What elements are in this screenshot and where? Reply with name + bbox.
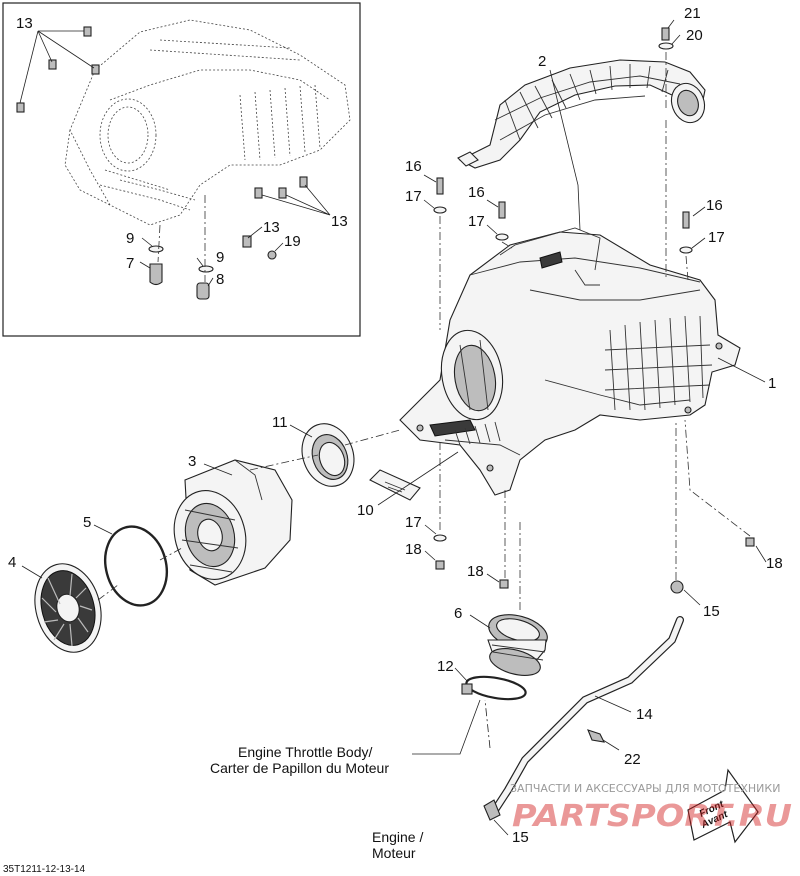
callout-8: 8 (216, 271, 224, 288)
engine-caption-en: Engine / (372, 829, 423, 845)
part-12-clamp (461, 675, 527, 701)
callout-11: 11 (272, 414, 288, 431)
part-22-fitting (587, 729, 605, 743)
inset-hardware (148, 245, 277, 300)
callout-12: 12 (437, 658, 454, 675)
callout-19: 19 (284, 233, 301, 250)
part-11-ring (301, 423, 355, 487)
callout-17-mid: 17 (468, 213, 485, 230)
callout-21: 21 (684, 5, 701, 22)
callout-7: 7 (126, 255, 134, 272)
throttle-body-caption-fr: Carter de Papillon du Moteur (210, 760, 389, 776)
callout-10: 10 (357, 502, 374, 519)
callout-17-right: 17 (708, 229, 725, 246)
part-1-airbox (399, 227, 741, 496)
front-arrow-icon: Front Avant (687, 768, 759, 844)
callout-6: 6 (454, 605, 462, 622)
engine-caption-fr: Moteur (372, 845, 416, 861)
inset-clips (16, 26, 308, 248)
callout-16-left: 16 (405, 158, 422, 175)
callout-18-lower-left: 18 (405, 541, 422, 558)
callout-1: 1 (768, 375, 776, 392)
inset-detail: 13 13 13 9 9 7 8 19 (2, 2, 361, 337)
watermark-brand: PARTSPORT.RU (512, 799, 792, 834)
callout-9-inset-left: 9 (126, 230, 134, 247)
callout-17-lower: 17 (405, 514, 422, 531)
watermark: ЗАПЧАСТИ И АКСЕССУАРЫ ДЛЯ МОТОТЕХНИКИ PA… (510, 782, 792, 834)
callout-4: 4 (8, 554, 16, 571)
callout-16-right: 16 (706, 197, 723, 214)
callout-14: 14 (636, 706, 653, 723)
fasteners (433, 27, 755, 589)
callout-15-lower: 15 (512, 829, 529, 846)
captions: Engine Throttle Body/ Carter de Papillon… (3, 744, 423, 875)
throttle-body-caption-en: Engine Throttle Body/ (238, 744, 372, 760)
callout-3: 3 (188, 453, 196, 470)
part-5-o-ring (104, 525, 168, 607)
callout-numbers: 21 20 2 16 17 16 17 16 17 1 11 3 5 4 10 … (8, 5, 783, 846)
callout-18-lower-right: 18 (766, 555, 783, 572)
inset-leaders (19, 30, 331, 287)
part-3-filter (173, 459, 293, 586)
part-10-label (369, 469, 421, 501)
callout-20: 20 (686, 27, 703, 44)
callout-13-inset-left: 13 (16, 15, 33, 32)
callout-17-left: 17 (405, 188, 422, 205)
part-2-intake-duct (457, 59, 706, 169)
callout-9-inset-right: 9 (216, 249, 224, 266)
callout-2: 2 (538, 53, 546, 70)
part-14-hose (483, 580, 684, 821)
leader-lines (21, 19, 767, 836)
inset-airbox-outline (64, 19, 351, 226)
callout-13-inset-right: 13 (331, 213, 348, 230)
diagram-code: 35T1211-12-13-14 (3, 864, 86, 875)
part-4-cover (34, 563, 102, 653)
assembly-lines (97, 52, 751, 610)
callout-13-inset-mid: 13 (263, 219, 280, 236)
callout-15-upper: 15 (703, 603, 720, 620)
part-6-adapter (487, 614, 548, 676)
callout-16-mid: 16 (468, 184, 485, 201)
callout-18-lower-mid: 18 (467, 563, 484, 580)
callout-5: 5 (83, 514, 91, 531)
watermark-tagline: ЗАПЧАСТИ И АКСЕССУАРЫ ДЛЯ МОТОТЕХНИКИ (510, 782, 780, 795)
callout-22: 22 (624, 751, 641, 768)
